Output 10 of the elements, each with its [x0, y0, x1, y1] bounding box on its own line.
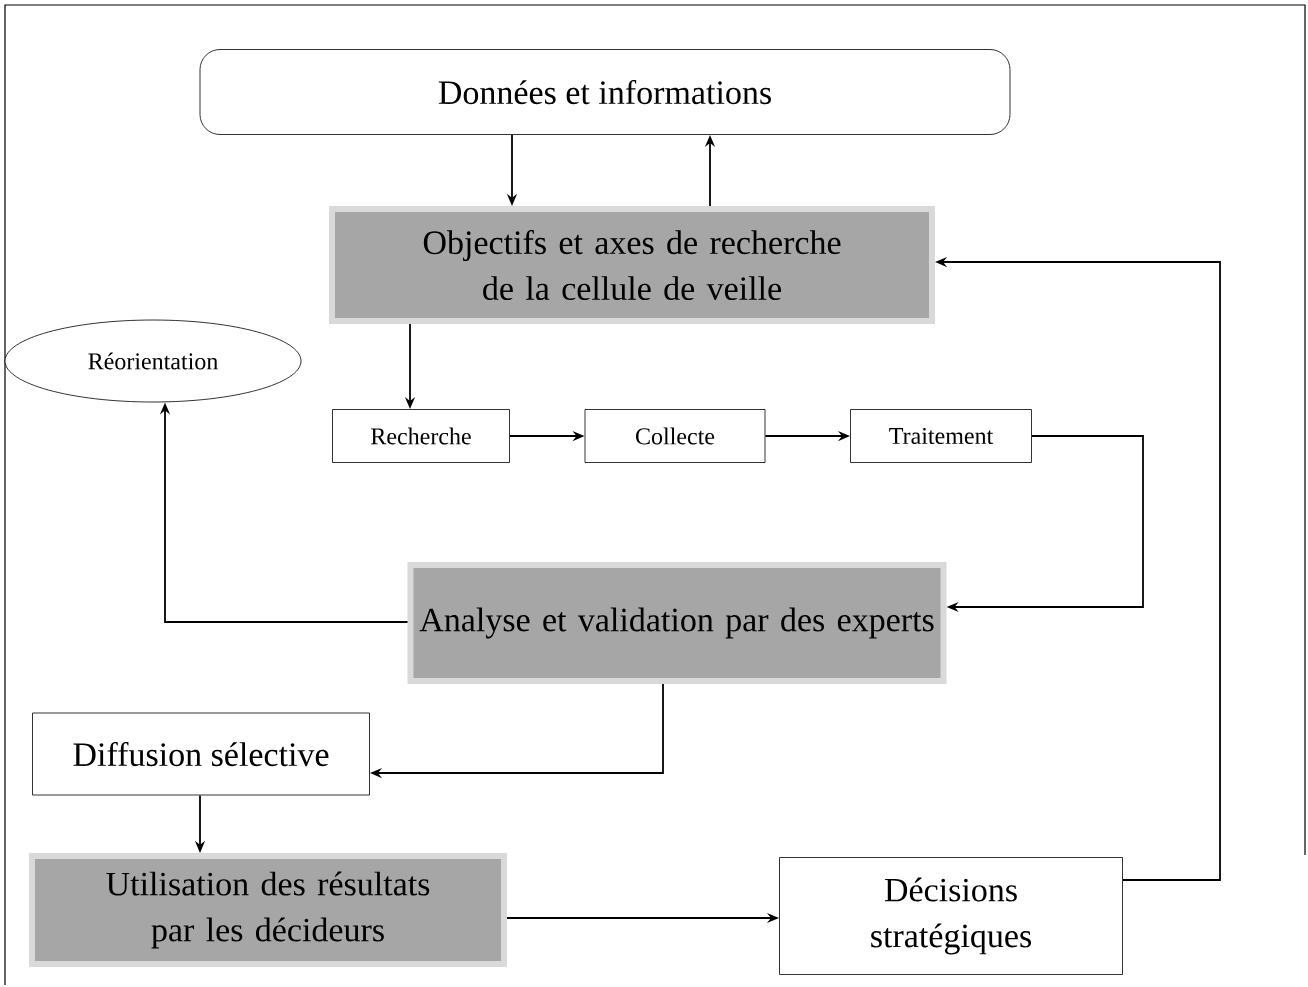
rounded-box: Données et informations	[199, 49, 1011, 135]
process-box: Utilisation des résultats par les décideurs	[29, 853, 507, 967]
ellipse-node: Réorientation	[4, 319, 302, 403]
process-box: Recherche	[332, 409, 510, 463]
process-box: Diffusion sélective	[32, 712, 370, 796]
process-box: Objectifs et axes de recherche de la cellule de veille	[329, 206, 935, 324]
process-box: Décisions stratégiques	[779, 857, 1123, 975]
process-box: Traitement	[850, 409, 1032, 463]
process-box: Analyse et validation par des experts	[407, 562, 947, 684]
process-box: Collecte	[584, 409, 766, 463]
